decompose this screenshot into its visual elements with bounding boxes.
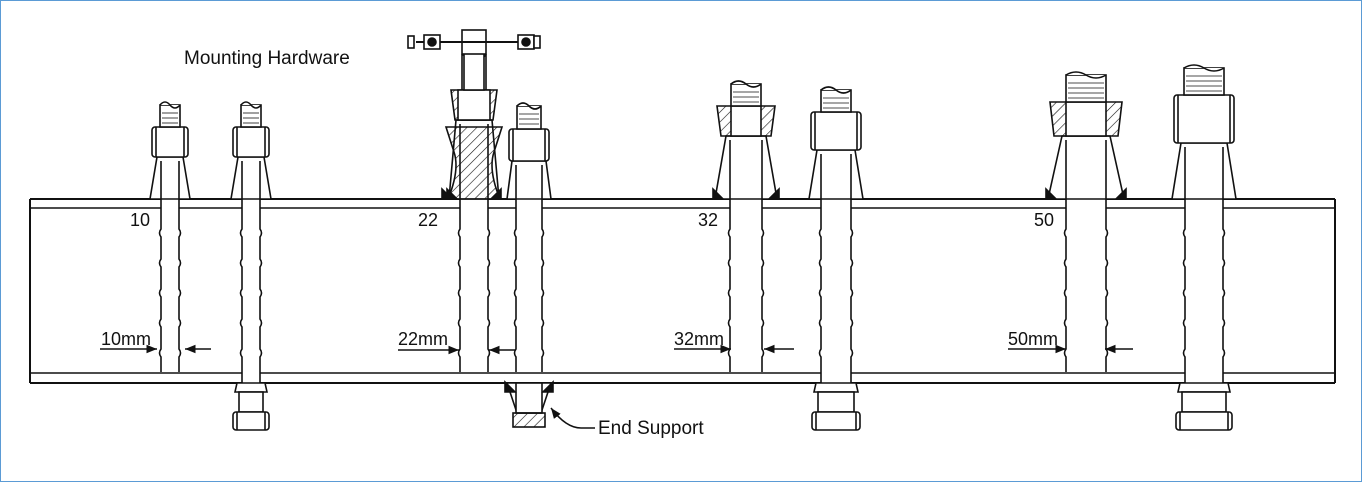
dimension-label-32mm: 32mm: [674, 329, 724, 349]
probe-assembly: [1171, 64, 1237, 431]
dimension-label-22mm: 22mm: [398, 329, 448, 349]
size-label-22: 22: [418, 210, 438, 230]
pipe: [29, 198, 1336, 384]
probe-assembly: [504, 102, 554, 428]
probe-assembly: [1045, 71, 1127, 372]
end-support-label: End Support: [598, 418, 704, 439]
probe-assembly: [230, 101, 272, 431]
size-label-10: 10: [130, 210, 150, 230]
size-label-50: 50: [1034, 210, 1054, 230]
probe-assembly: [712, 80, 780, 372]
probe-assembly: [808, 86, 864, 431]
end-support-leader: [550, 407, 595, 429]
probe-assembly: [407, 29, 541, 372]
dimension-label-50mm: 50mm: [1008, 329, 1058, 349]
diagram-title: Mounting Hardware: [184, 48, 350, 69]
probe-assembly: [149, 101, 191, 372]
size-label-32: 32: [698, 210, 718, 230]
dimension-label-10mm: 10mm: [101, 329, 151, 349]
